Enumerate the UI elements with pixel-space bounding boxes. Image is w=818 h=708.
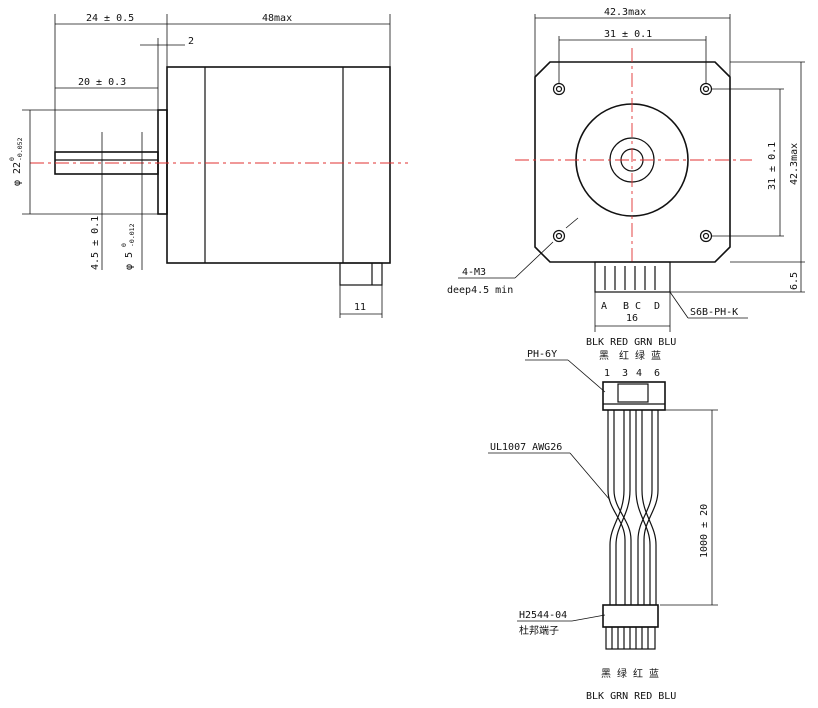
color-cn-top-4: 蓝 (651, 350, 661, 362)
pin-number-1: 1 (604, 368, 610, 379)
dim-48-label: 48max (262, 13, 292, 24)
colors-en-top: BLK RED GRN BLU (586, 337, 676, 348)
terminal-part-label: H2544-04 (519, 610, 567, 621)
pin-number-4: 4 (636, 368, 642, 379)
motor-body-outline (166, 66, 391, 264)
wire-spec-leader (569, 452, 611, 501)
dim-42-3-top-label: 42.3max (604, 7, 646, 18)
wire-bundle (607, 410, 659, 605)
connector-leader (669, 291, 689, 319)
dim-phi22-lower-tol: -0.052 (16, 137, 24, 161)
dim-6-5-label: 6.5 (789, 272, 800, 290)
dim-16-label: 16 (626, 313, 638, 324)
pin-label-c: C (635, 301, 641, 312)
pin-label-a: A (601, 301, 607, 312)
pin-number-3: 3 (622, 368, 628, 379)
dim-phi5-label: φ 5 (124, 252, 135, 270)
mount-hole-tl (552, 82, 566, 96)
mount-holes-label-1: 4-M3 (462, 267, 486, 278)
color-cn-bottom-4: 蓝 (649, 668, 659, 680)
dim-20-label: 20 ± 0.3 (78, 77, 126, 88)
mount-hole-bl (552, 229, 566, 243)
connector-part-label: S6B-PH-K (690, 307, 738, 318)
dim-31-side-label: 31 ± 0.1 (767, 142, 778, 190)
ph-6y-label: PH-6Y (527, 349, 557, 360)
mount-hole-br (699, 229, 713, 243)
mount-hole-tr (699, 82, 713, 96)
front-view: A B C D 16 S6B-PH-K 42.3max 31 ± 0.1 31 … (447, 7, 805, 332)
color-cn-top-1: 黑 (599, 350, 609, 362)
wire-spec-label: UL1007 AWG26 (490, 442, 562, 453)
dim-24-label: 24 ± 0.5 (86, 13, 134, 24)
h2544-terminal-housing (602, 604, 659, 628)
mount-hole-arrow (565, 217, 579, 229)
mount-holes-label-2: deep4.5 min (447, 285, 513, 296)
dim-4-5-label: 4.5 ± 0.1 (90, 216, 101, 270)
dim-42-3-side-label: 42.3max (789, 143, 800, 185)
terminal-leader (571, 614, 606, 622)
dim-phi22-label: φ 22 (12, 162, 23, 186)
color-cn-bottom-1: 黑 (601, 668, 611, 680)
color-cn-top-2: 红 (619, 349, 629, 362)
h2544-pin-lines (611, 627, 649, 649)
front-connector-pins (604, 266, 656, 290)
dim-31-top-label: 31 ± 0.1 (604, 29, 652, 40)
pin-label-b: B (623, 301, 629, 312)
dim-phi5-upper-tol: 0 (120, 243, 128, 247)
colors-en-bottom: BLK GRN RED BLU (586, 691, 676, 702)
color-cn-bottom-3: 红 (633, 667, 643, 680)
cable-assembly: BLK RED GRN BLU 黑 红 绿 蓝 1 3 4 6 PH-6Y UL… (488, 337, 718, 702)
front-connector (594, 261, 671, 293)
pin-label-d: D (654, 301, 660, 312)
dim-2-label: 2 (188, 36, 194, 47)
mount-hole-leader (514, 241, 554, 279)
color-cn-top-3: 绿 (635, 349, 645, 362)
dim-phi22-upper-tol: 0 (8, 157, 16, 161)
color-cn-bottom-2: 绿 (617, 667, 627, 680)
dim-11-label: 11 (354, 302, 366, 313)
side-connector (339, 262, 383, 286)
dim-phi5-lower-tol: -0.012 (128, 223, 136, 247)
ph-6y-housing (602, 381, 666, 411)
ph-6y-housing-inner (617, 383, 649, 403)
dim-1000-label: 1000 ± 20 (699, 504, 710, 558)
pin-number-6: 6 (654, 368, 660, 379)
side-view: 24 ± 0.5 48max 2 20 ± 0.3 φ 22 0 -0.052 … (8, 13, 408, 318)
ph-6y-leader (567, 359, 606, 393)
terminal-cn-label: 杜邦端子 (519, 624, 559, 637)
motor-face-outline (534, 61, 731, 263)
boss (157, 109, 168, 215)
